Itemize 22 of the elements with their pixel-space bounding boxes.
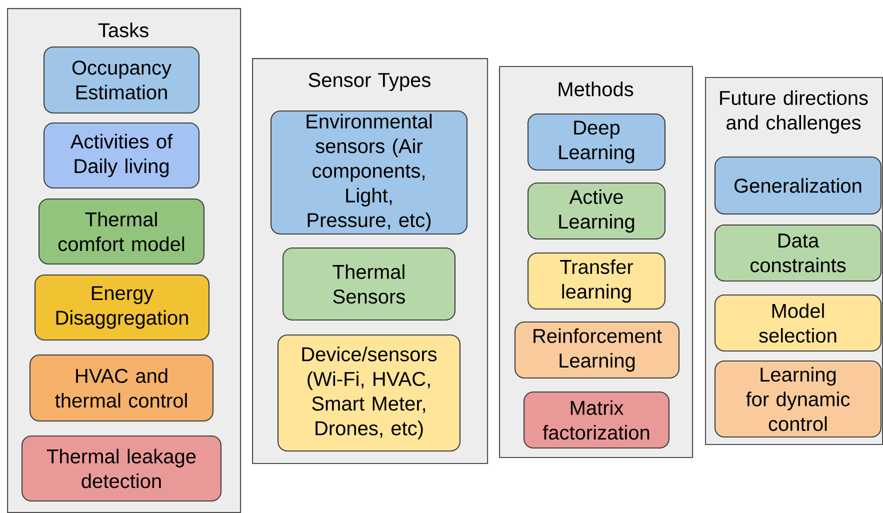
panel-title: Tasks <box>98 22 148 38</box>
category-box: Thermal leakage detection <box>21 435 222 502</box>
category-box: Environmental sensors (Air components, Light, Pressure, etc) <box>270 110 468 235</box>
category-box: Energy Disaggregation <box>34 274 210 341</box>
category-box: Data constraints <box>714 224 882 282</box>
category-box: Reinforcement Learning <box>514 321 680 379</box>
category-box: Thermal Sensors <box>282 247 456 321</box>
category-box: HVAC and thermal control <box>29 354 214 422</box>
category-box: Learning for dynamic control <box>714 360 882 438</box>
category-box: Active Learning <box>527 182 666 240</box>
category-box: Generalization <box>714 156 882 215</box>
panel-title: Methods <box>558 82 634 96</box>
category-box: Transfer learning <box>527 252 666 310</box>
category-box: Device/sensors (Wi-Fi, HVAC, Smart Meter, Drones, etc) <box>277 334 461 452</box>
category-box: Matrix factorization <box>523 391 670 449</box>
category-box: Model selection <box>714 294 882 352</box>
panel-title: Sensor Types <box>308 72 430 92</box>
panel-title: Future directions and challenges <box>720 90 868 134</box>
category-box: Deep Learning <box>527 113 666 171</box>
category-box: Thermal comfort model <box>38 198 205 265</box>
category-box: Activities of Daily living <box>43 122 200 189</box>
category-box: Occupancy Estimation <box>43 46 200 114</box>
